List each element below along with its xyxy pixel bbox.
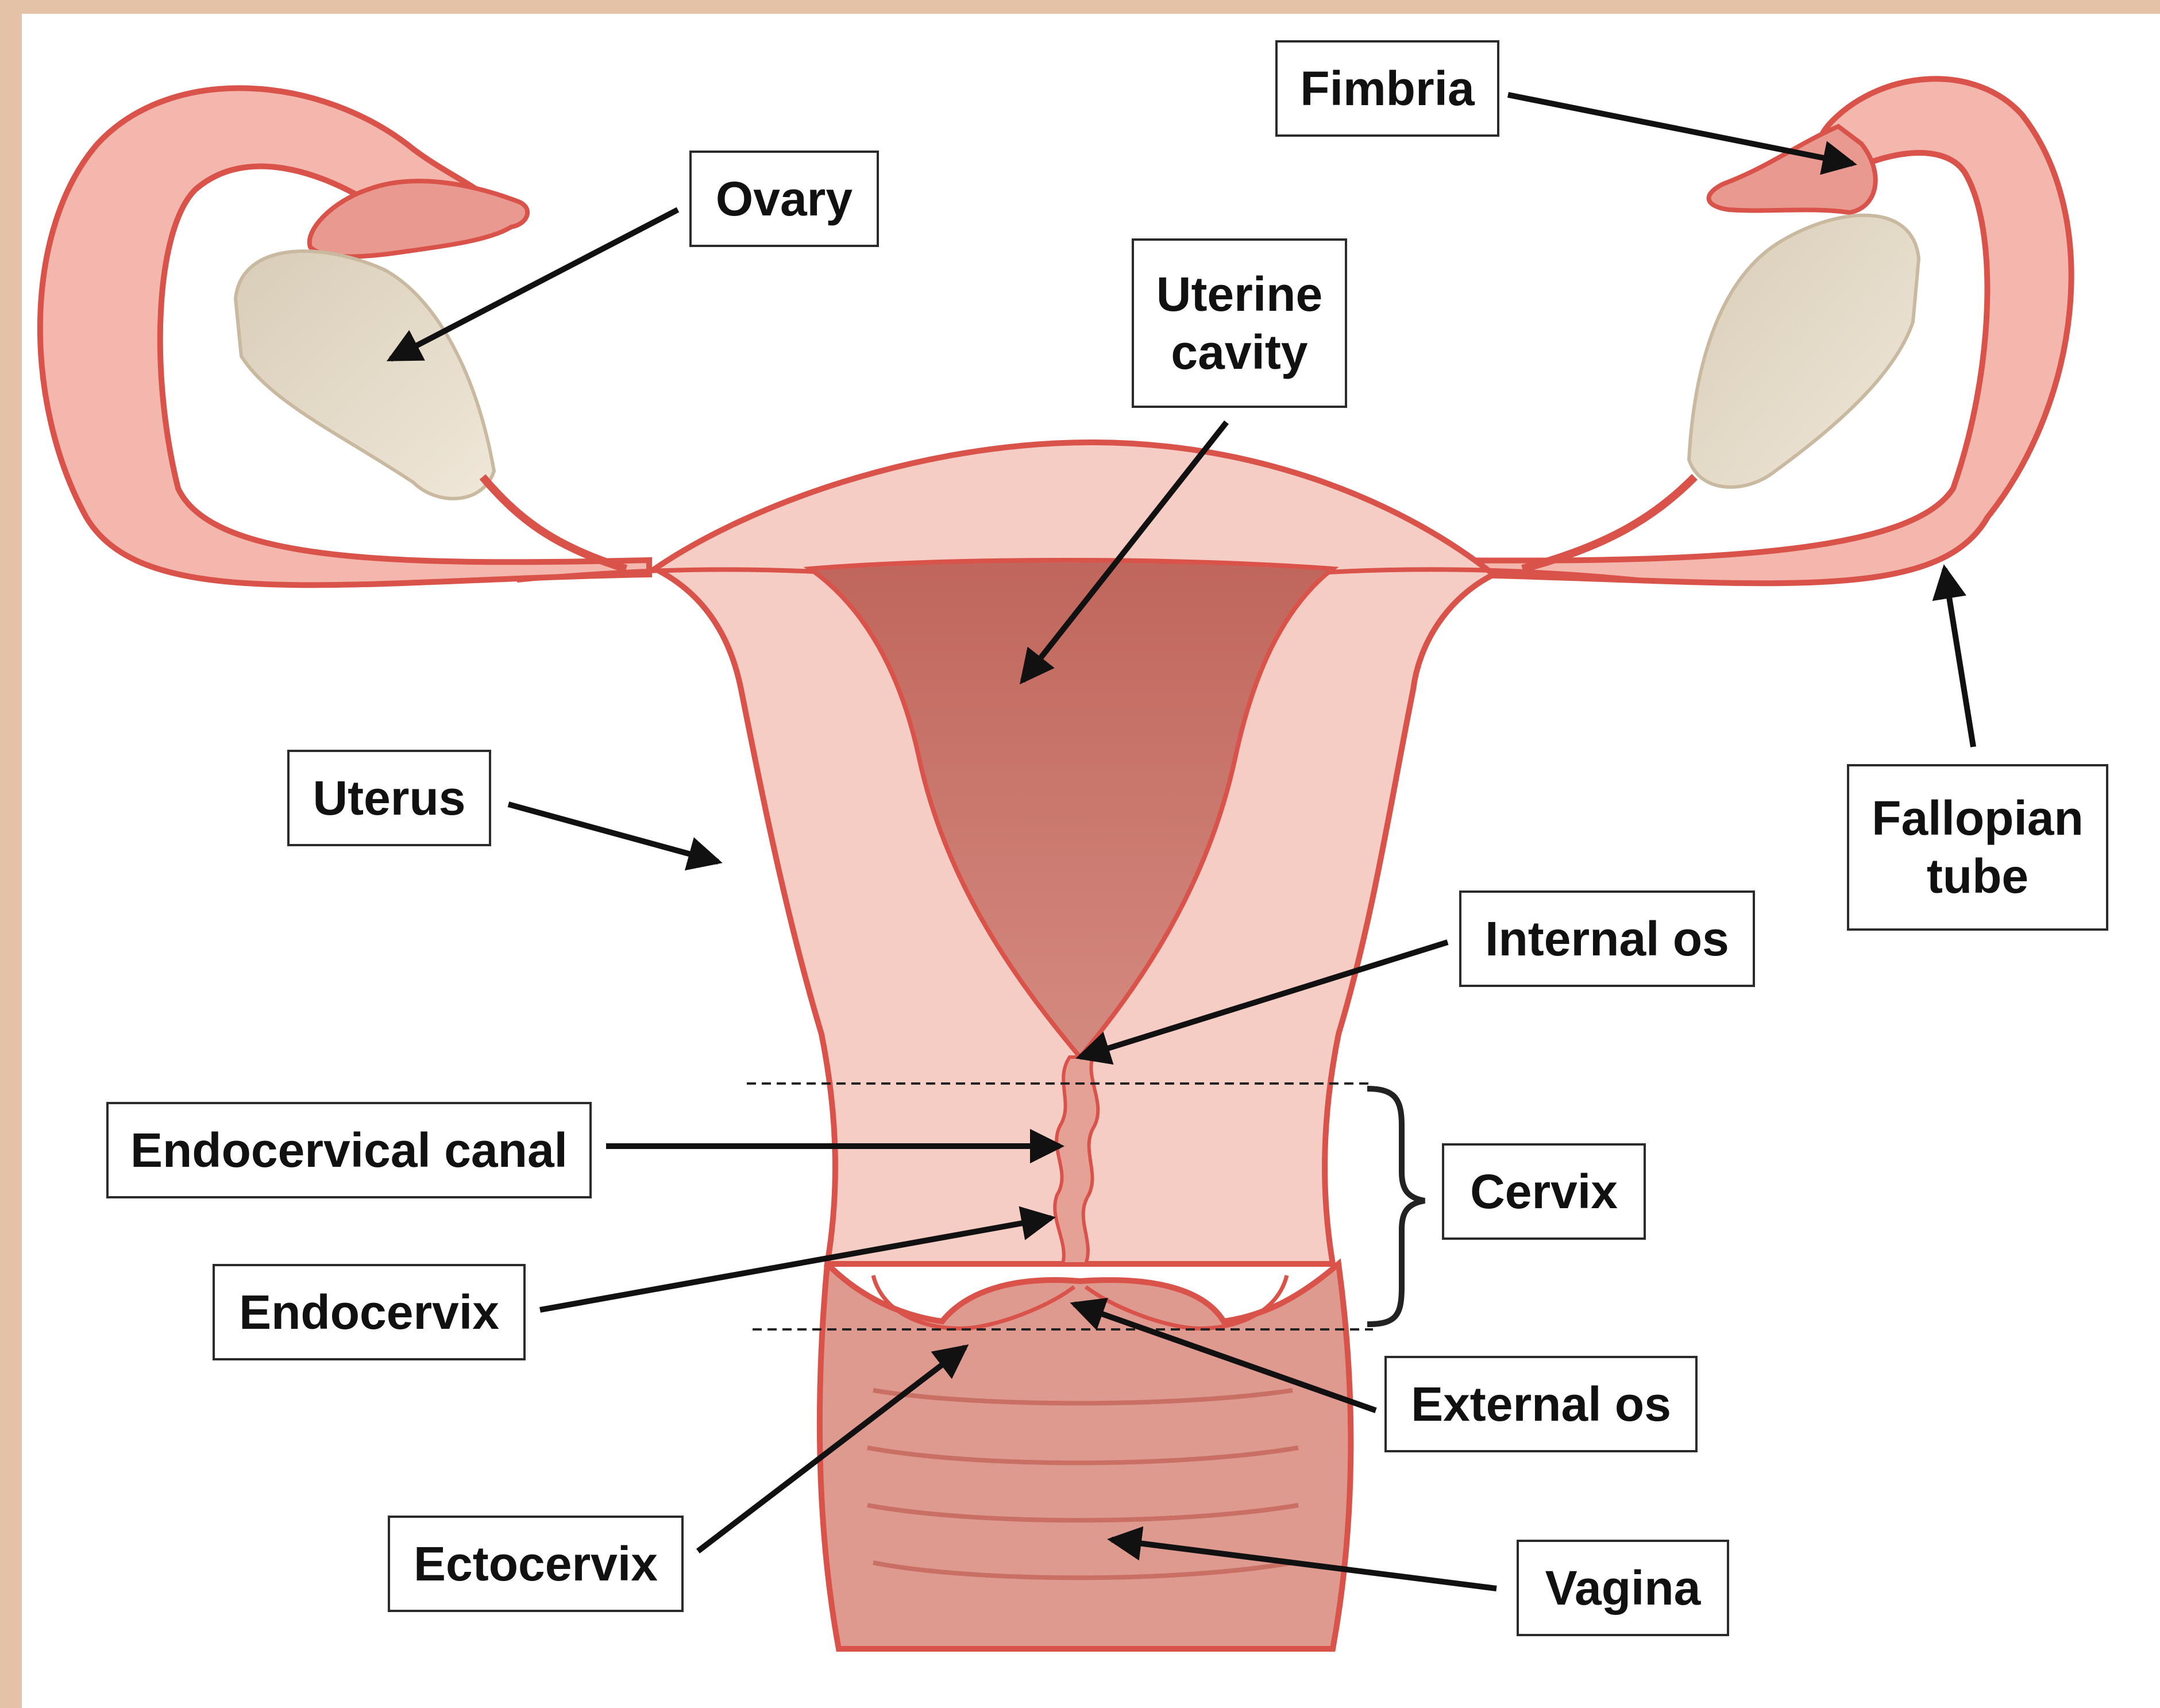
label-fimbria: Fimbria	[1275, 40, 1499, 137]
arrow-uterus	[508, 804, 718, 862]
label-uterine-cavity: Uterine cavity	[1132, 238, 1347, 408]
vagina-shape	[820, 1264, 1351, 1649]
right-ovary	[1689, 215, 1919, 487]
left-ovary	[236, 251, 494, 499]
label-external-os: External os	[1384, 1356, 1698, 1452]
label-fallopian-tube: Fallopian tube	[1847, 764, 2108, 931]
arrow-fimbria	[1508, 95, 1853, 164]
label-cervix: Cervix	[1442, 1143, 1646, 1240]
label-uterus: Uterus	[287, 750, 491, 846]
label-endocervical-canal: Endocervical canal	[106, 1102, 592, 1198]
arrow-fallopian-tube	[1945, 569, 1973, 747]
label-internal-os: Internal os	[1459, 890, 1755, 987]
right-ovarian-ligament	[1522, 477, 1695, 569]
cervix-brace	[1367, 1089, 1425, 1324]
label-ectocervix: Ectocervix	[388, 1516, 684, 1612]
label-ovary: Ovary	[689, 151, 879, 247]
label-vagina: Vagina	[1517, 1540, 1729, 1636]
label-endocervix: Endocervix	[213, 1264, 526, 1360]
left-ovarian-ligament	[483, 477, 626, 569]
left-fimbria	[310, 181, 527, 256]
